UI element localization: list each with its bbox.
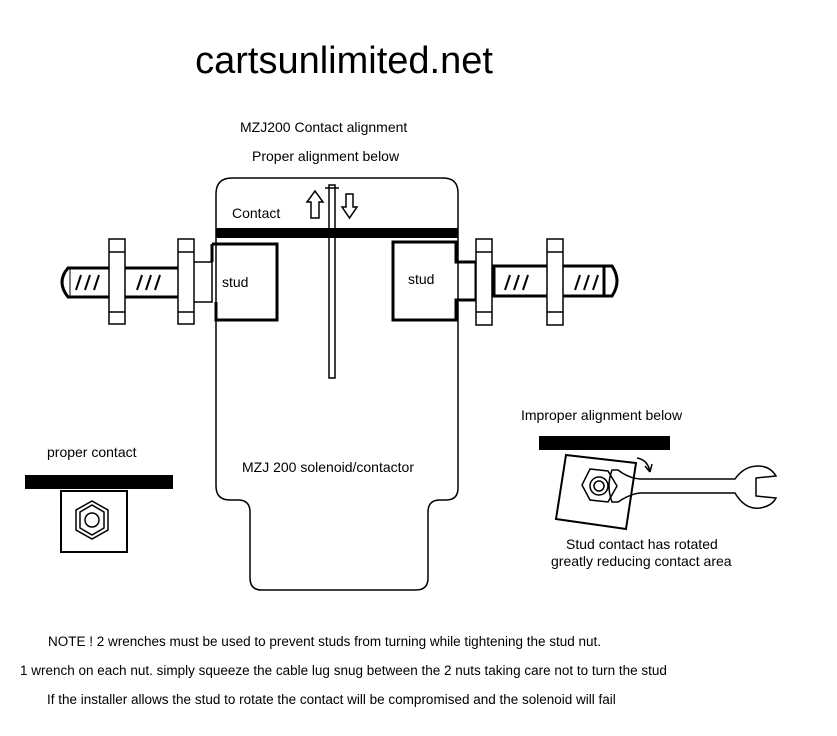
right-nut-inner (475, 238, 493, 326)
left-nut-inner (177, 238, 195, 325)
left-stud-label: stud (222, 274, 249, 290)
left-stud-assembly (60, 238, 279, 325)
solenoid-body (215, 177, 459, 591)
proper-contact-bar (25, 475, 173, 489)
right-stud-label: stud (408, 271, 435, 287)
right-stud (391, 240, 478, 322)
right-nut-outer (546, 238, 564, 326)
improper-alignment-heading: Improper alignment below (521, 407, 683, 423)
right-stud-assembly (391, 238, 619, 326)
rotated-caption-line1: Stud contact has rotated (566, 536, 718, 552)
note-line-2: 1 wrench on each nut. simply squeeze the… (20, 663, 667, 678)
solenoid-label: MZJ 200 solenoid/contactor (242, 459, 414, 475)
note-line-1: NOTE ! 2 wrenches must be used to preven… (48, 634, 602, 649)
proper-alignment-heading: Proper alignment below (252, 148, 400, 164)
rotated-stud-face (554, 453, 638, 531)
improper-contact-bar (539, 436, 670, 450)
proper-contact-label: proper contact (47, 444, 137, 460)
diagram-title: MZJ200 Contact alignment (240, 119, 408, 135)
site-title: cartsunlimited.net (195, 40, 493, 82)
wrench-icon (608, 457, 778, 509)
note-line-3: If the installer allows the stud to rota… (47, 692, 616, 707)
rotated-hex-nut-icon (581, 468, 618, 503)
rotated-caption-line2: greatly reducing contact area (551, 553, 732, 569)
up-arrow-icon (305, 189, 325, 219)
contact-bar (216, 228, 458, 238)
left-nut-outer (108, 238, 126, 325)
contact-label: Contact (232, 205, 281, 221)
left-stud (210, 242, 279, 322)
hex-nut-icon (75, 500, 109, 540)
down-arrow-icon (340, 193, 359, 220)
proper-stud-face (60, 490, 128, 553)
plunger-rod (328, 184, 336, 379)
